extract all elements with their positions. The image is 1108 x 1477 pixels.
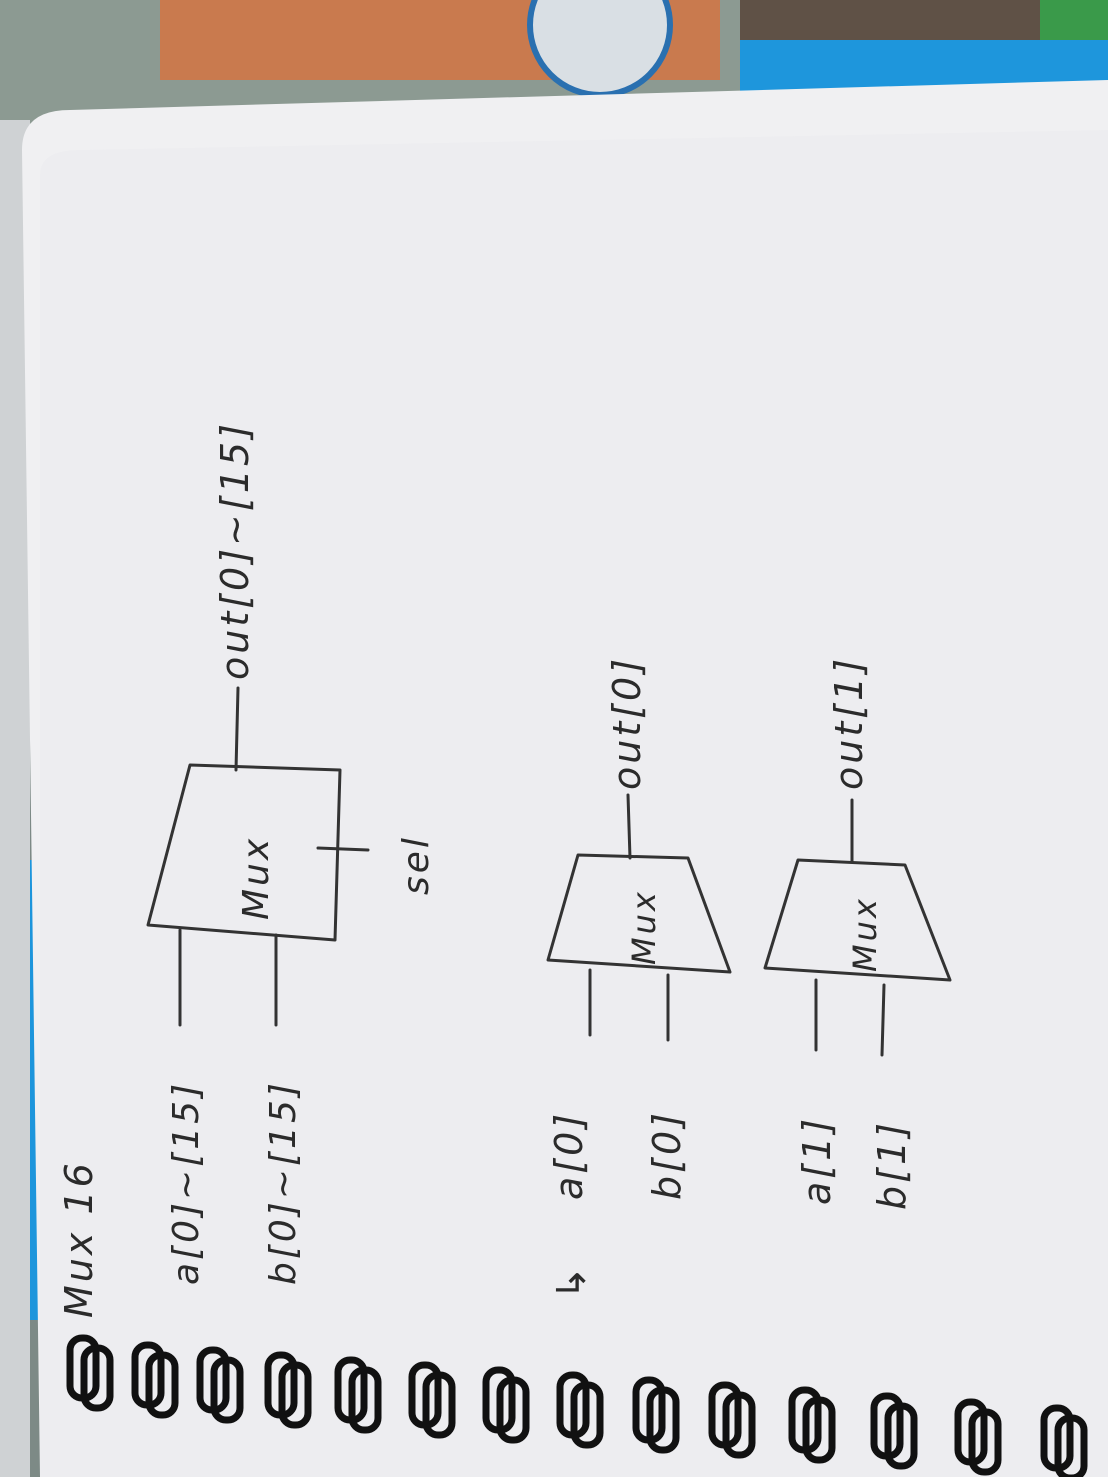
- bit0-arrow: ↳: [549, 1263, 595, 1300]
- top-sel-wire: [316, 846, 370, 852]
- top-mux-diagram: [146, 686, 370, 1027]
- top-out-wire: [234, 686, 240, 772]
- bit0-mux-label: Mux: [625, 889, 663, 965]
- bit1-input-a-label: a[1]: [795, 1116, 839, 1205]
- bit1-input-b-label: b[1]: [870, 1120, 914, 1210]
- bit0-output-label: out[0]: [605, 656, 649, 790]
- bit0-mux-block: [546, 853, 732, 974]
- top-mux-block: [146, 763, 342, 942]
- bit0-mux-diagram: [546, 793, 732, 1042]
- bit0-out-wire: [626, 793, 632, 860]
- top-input-b-label: b[0]~[15]: [263, 1080, 304, 1285]
- bit0-input-a-label: a[0]: [547, 1111, 591, 1200]
- page-title: Mux 16: [57, 1160, 101, 1318]
- bit0-input-b-label: b[0]: [645, 1110, 689, 1200]
- bit1-mux-diagram: [763, 798, 952, 1057]
- bit1-wire-b: [880, 983, 886, 1057]
- bit1-mux-label: Mux: [846, 896, 884, 972]
- bit1-output-label: out[1]: [827, 656, 871, 790]
- spiral-binding: [66, 1334, 1088, 1477]
- top-sel-label: sel: [396, 835, 437, 895]
- top-mux-label: Mux: [236, 836, 277, 920]
- top-input-a-label: a[0]~[15]: [166, 1081, 207, 1285]
- top-output-label: out[0]~[15]: [213, 421, 257, 680]
- bit1-mux-block: [763, 858, 952, 982]
